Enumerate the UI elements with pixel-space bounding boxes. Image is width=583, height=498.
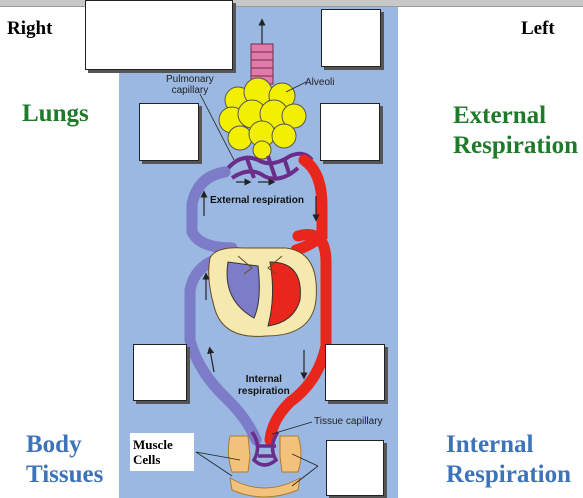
answer-box-alveoli[interactable]: [320, 103, 380, 161]
oxygenated-vessels: [264, 154, 332, 446]
heart: [208, 247, 317, 337]
pulmonary-capillary-label-line2: capillary: [171, 85, 209, 96]
external-respiration-inner-label: External respiration: [210, 195, 304, 206]
muscle-cells-line2: Cells: [133, 452, 161, 467]
pulmonary-capillary-label-line1: Pulmonary: [166, 74, 214, 85]
trachea: [250, 18, 274, 85]
muscle-cells-line1: Muscle: [133, 437, 173, 452]
answer-box-muscle[interactable]: [326, 440, 384, 496]
alveoli-cluster: [218, 77, 307, 160]
internal-respiration-label: Internal Respiration: [446, 430, 571, 490]
pulmonary-capillary-label: Pulmonary capillary: [166, 74, 214, 96]
external-respiration-line2: Respiration: [453, 132, 578, 159]
pulmonary-capillary-network: [223, 151, 314, 181]
internal-respiration-inner-line1: Internal: [245, 374, 282, 385]
body-tissues-line2: Tissues: [26, 461, 104, 488]
body-tissues-line1: Body: [26, 431, 82, 458]
internal-respiration-inner-label: Internal respiration: [238, 374, 290, 398]
answer-box-left-lower[interactable]: [133, 344, 187, 401]
internal-respiration-line2: Respiration: [446, 461, 571, 488]
answer-box-trachea[interactable]: [321, 9, 381, 67]
internal-respiration-inner-line2: respiration: [238, 386, 290, 397]
flow-arrows: [200, 178, 320, 380]
window-top-bar: [0, 0, 583, 7]
tissue-capillary-label: Tissue capillary: [314, 416, 383, 427]
external-respiration-label: External Respiration: [453, 101, 578, 161]
right-side-label: Right: [7, 18, 53, 39]
tissue-capillary-network: [250, 430, 280, 467]
answer-box-pulmonary-capillary[interactable]: [139, 103, 199, 161]
deoxygenated-vessels: [184, 166, 262, 446]
left-side-label: Left: [521, 18, 555, 39]
answer-box-right-lower[interactable]: [325, 344, 385, 401]
body-tissues-label: Body Tissues: [26, 430, 103, 490]
leader-lines: [195, 81, 319, 487]
alveoli-label: Alveoli: [305, 77, 335, 88]
lungs-label: Lungs: [22, 100, 89, 127]
answer-box-top[interactable]: [85, 0, 233, 70]
muscle-cells-label: Muscle Cells: [130, 433, 194, 471]
external-respiration-line1: External: [453, 102, 547, 129]
internal-respiration-line1: Internal: [446, 431, 534, 458]
